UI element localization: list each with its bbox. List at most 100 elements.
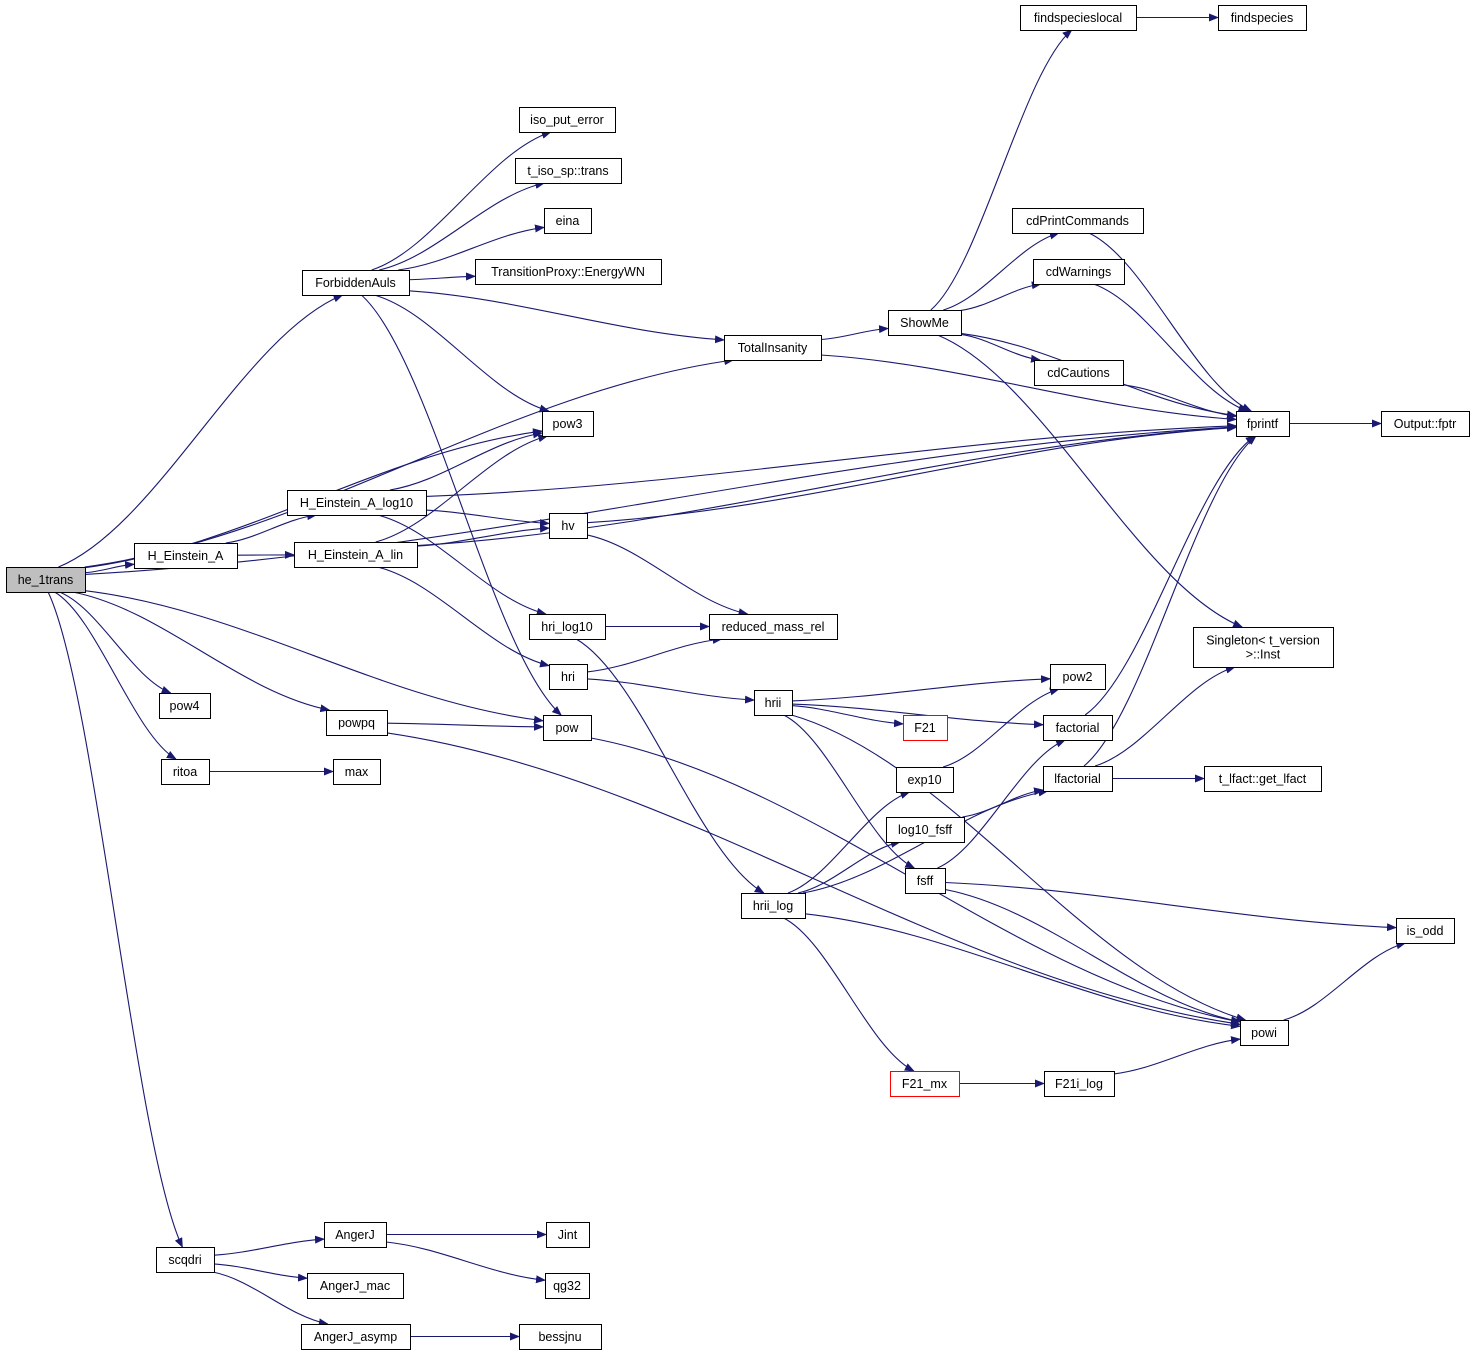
node-label: exp10 xyxy=(907,773,941,787)
node-label: hri xyxy=(561,670,575,684)
node-transitionproxy-energywn[interactable]: TransitionProxy::EnergyWN xyxy=(475,259,662,285)
node-h-einstein-a-lin[interactable]: H_Einstein_A_lin xyxy=(294,542,418,568)
edge-he-1trans-to-forbiddenauls xyxy=(58,294,344,568)
edge-hri-to-hrii xyxy=(586,678,755,704)
edge-cdprintcommands-to-fprintf xyxy=(1088,232,1253,412)
node-box xyxy=(544,208,592,234)
node-is-odd[interactable]: is_odd xyxy=(1396,918,1455,944)
node-angerj-asymp[interactable]: AngerJ_asymp xyxy=(301,1324,411,1350)
node-h-einstein-a[interactable]: H_Einstein_A xyxy=(134,543,238,569)
node-totalinsanity[interactable]: TotalInsanity xyxy=(724,335,822,361)
node-findspecieslocal[interactable]: findspecieslocal xyxy=(1020,5,1137,31)
node-h-einstein-a-log10[interactable]: H_Einstein_A_log10 xyxy=(287,490,427,516)
node-label: hrii xyxy=(765,696,782,710)
node-forbiddenauls[interactable]: ForbiddenAuls xyxy=(302,270,410,296)
edge-hrii-to-powi xyxy=(791,714,1247,1022)
edge-f21i-log-to-powi xyxy=(1113,1036,1241,1075)
node-qg32[interactable]: qg32 xyxy=(545,1273,590,1299)
edge-hri-to-reduced-mass-rel xyxy=(586,635,723,673)
edge-hrii-log-to-log10-fsff xyxy=(797,839,901,894)
node-exp10[interactable]: exp10 xyxy=(896,767,954,793)
node-f21-mx[interactable]: F21_mx xyxy=(890,1071,960,1097)
node-box xyxy=(287,490,427,516)
node-box xyxy=(529,614,606,640)
node-box xyxy=(905,868,946,894)
node-label: AngerJ_asymp xyxy=(314,1330,397,1344)
node-scqdri[interactable]: scqdri xyxy=(156,1247,215,1273)
node-angerj-mac[interactable]: AngerJ_mac xyxy=(307,1273,404,1299)
node-hri[interactable]: hri xyxy=(549,664,588,690)
node-box xyxy=(156,1247,215,1273)
node-box xyxy=(161,759,210,785)
node-t-iso-sp-trans[interactable]: t_iso_sp::trans xyxy=(515,158,622,184)
edge-he-1trans-to-ritoa xyxy=(54,591,177,760)
node-max[interactable]: max xyxy=(333,759,381,785)
nodes-layer: he_1trans H_Einstein_A ForbiddenAulsTotalI… xyxy=(6,5,1470,1350)
node-f21[interactable]: F21 xyxy=(903,715,948,741)
node-label: scqdri xyxy=(168,1253,201,1267)
node-box xyxy=(546,1222,590,1248)
node-label: fsff xyxy=(917,874,934,888)
node-powpq[interactable]: powpq xyxy=(326,710,388,736)
node-hrii[interactable]: hrii xyxy=(754,690,793,716)
node-label: qg32 xyxy=(553,1279,581,1293)
node-box xyxy=(1033,259,1125,285)
node-box xyxy=(519,1324,602,1350)
edge-hrii-to-fsff xyxy=(783,714,916,869)
edge-hv-to-fprintf xyxy=(586,423,1237,524)
node-pow3[interactable]: pow3 xyxy=(542,411,594,437)
node-cdwarnings[interactable]: cdWarnings xyxy=(1033,259,1125,285)
node-lfactorial[interactable]: lfactorial xyxy=(1043,766,1113,792)
node-singleton-inst[interactable]: Singleton< t_version>::Inst xyxy=(1193,627,1334,668)
edge-h-einstein-a-log10-to-hv xyxy=(425,509,550,527)
node-box xyxy=(754,690,793,716)
node-label: findspecies xyxy=(1231,11,1294,25)
edge-scqdri-to-angerj-asymp xyxy=(212,1271,329,1327)
node-jint[interactable]: Jint xyxy=(546,1222,590,1248)
node-box xyxy=(741,893,806,919)
edge-cdcautions-to-fprintf xyxy=(1122,384,1237,420)
node-bessjnu[interactable]: bessjnu xyxy=(519,1324,602,1350)
node-iso-put-error[interactable]: iso_put_error xyxy=(519,107,616,133)
node-fsff[interactable]: fsff xyxy=(905,868,946,894)
node-findspecies[interactable]: findspecies xyxy=(1218,5,1307,31)
edge-he-1trans-to-fprintf xyxy=(84,423,1237,575)
node-box xyxy=(519,107,616,133)
node-t-lfact-get-lfact[interactable]: t_lfact::get_lfact xyxy=(1204,766,1322,792)
node-box xyxy=(1396,918,1455,944)
node-fprintf[interactable]: fprintf xyxy=(1236,411,1290,437)
node-hri-log10[interactable]: hri_log10 xyxy=(529,614,606,640)
node-label: pow4 xyxy=(170,699,200,713)
node-log10-fsff[interactable]: log10_fsff xyxy=(886,817,965,843)
node-cdcautions[interactable]: cdCautions xyxy=(1034,360,1124,386)
node-he-1trans[interactable]: he_1trans xyxy=(6,567,86,593)
node-factorial[interactable]: factorial xyxy=(1043,715,1113,741)
node-box xyxy=(1043,766,1113,792)
node-box xyxy=(1044,1071,1115,1097)
node-output-fptr[interactable]: Output::fptr xyxy=(1381,411,1470,437)
node-label: bessjnu xyxy=(538,1330,581,1344)
node-reduced-mass-rel[interactable]: reduced_mass_rel xyxy=(709,614,838,640)
node-label: cdPrintCommands xyxy=(1026,214,1129,228)
node-hv[interactable]: hv xyxy=(549,513,588,539)
node-pow4[interactable]: pow4 xyxy=(159,693,211,719)
node-box xyxy=(896,767,954,793)
node-eina[interactable]: eina xyxy=(544,208,592,234)
node-angerj[interactable]: AngerJ xyxy=(324,1222,387,1248)
node-ritoa[interactable]: ritoa xyxy=(161,759,210,785)
edge-forbiddenauls-to-transitionproxy-energywn xyxy=(408,272,476,281)
edge-powpq-to-pow xyxy=(386,722,544,731)
node-box xyxy=(542,411,594,437)
node-box xyxy=(1236,411,1290,437)
node-box xyxy=(543,715,592,741)
node-cdprintcommands[interactable]: cdPrintCommands xyxy=(1012,208,1144,234)
node-powi[interactable]: powi xyxy=(1240,1020,1289,1046)
node-f21i-log[interactable]: F21i_log xyxy=(1044,1071,1115,1097)
edge-fsff-to-is-odd xyxy=(944,881,1397,932)
node-label: >::Inst xyxy=(1246,648,1281,662)
node-pow[interactable]: pow xyxy=(543,715,592,741)
node-box xyxy=(1020,5,1137,31)
node-hrii-log[interactable]: hrii_log xyxy=(741,893,806,919)
node-pow2[interactable]: pow2 xyxy=(1050,664,1106,690)
node-showme[interactable]: ShowMe xyxy=(888,310,962,336)
